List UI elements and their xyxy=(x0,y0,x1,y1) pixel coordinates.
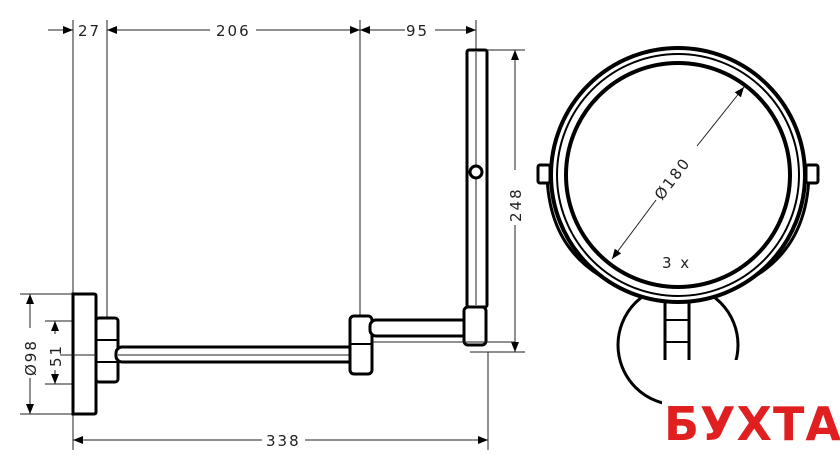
top-dimension-chain xyxy=(48,20,477,450)
left-dimensions xyxy=(20,293,73,415)
logo-buhta: БУХТА xyxy=(664,397,840,451)
dimension-diameter-98: Ø98 xyxy=(22,339,40,376)
dimension-95: 95 xyxy=(406,22,429,40)
bottom-dimension xyxy=(73,352,489,450)
dimension-51: 51 xyxy=(47,344,65,367)
logo-background xyxy=(662,360,840,471)
height-dimension xyxy=(470,49,525,353)
front-view-mirror xyxy=(536,46,820,407)
dimension-338: 338 xyxy=(266,432,301,450)
magnification-label: 3 x xyxy=(662,254,691,272)
side-view xyxy=(60,48,515,416)
dimension-248: 248 xyxy=(507,187,525,222)
dimension-27: 27 xyxy=(78,22,101,40)
dimension-206: 206 xyxy=(216,22,251,40)
